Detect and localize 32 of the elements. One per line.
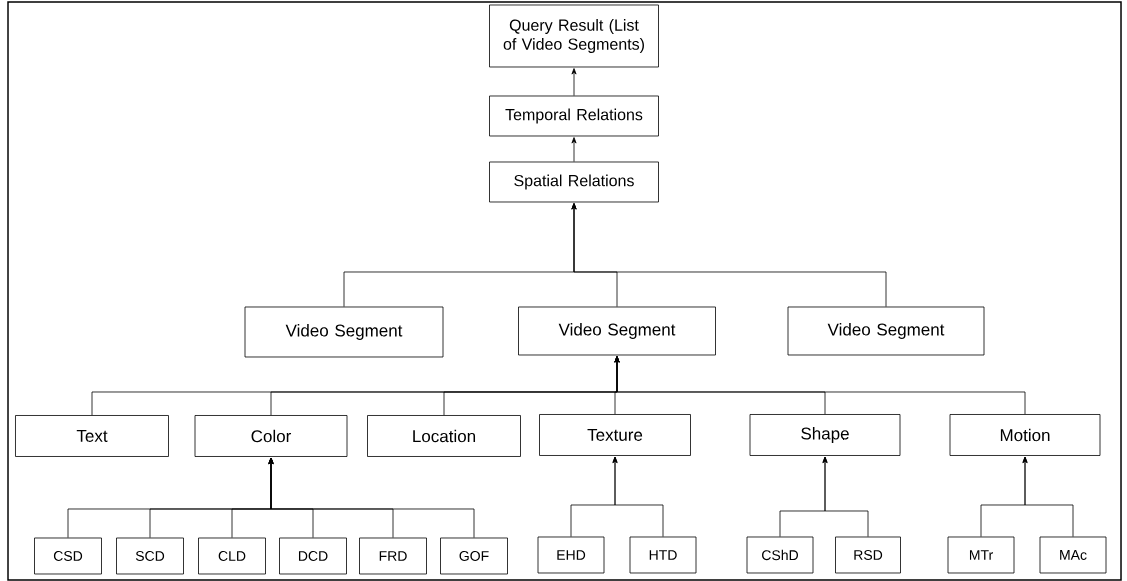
segment-box: Video Segment xyxy=(518,306,716,356)
arrow xyxy=(1022,456,1074,537)
category-box: Location xyxy=(367,415,521,457)
arrow xyxy=(268,457,475,538)
category-box: Text xyxy=(15,415,169,457)
arrow xyxy=(612,456,664,537)
category-box: Texture xyxy=(539,414,691,456)
descriptor-box: MAc xyxy=(1039,536,1107,574)
descriptor-box: FRD xyxy=(359,537,427,575)
descriptor-box: GOF xyxy=(440,537,508,575)
arrow xyxy=(822,456,869,537)
stage-box: Query Result (List of Video Segments) xyxy=(489,4,659,68)
descriptor-box: EHD xyxy=(537,536,605,574)
arrow xyxy=(571,137,577,162)
descriptor-box: CShD xyxy=(746,536,814,574)
descriptor-box: HTD xyxy=(629,536,697,574)
descriptor-box: CSD xyxy=(34,537,102,575)
segment-box: Video Segment xyxy=(787,306,985,356)
stage-box: Spatial Relations xyxy=(489,161,659,203)
segment-box: Video Segment xyxy=(244,306,444,358)
descriptor-box: DCD xyxy=(279,537,347,575)
arrow xyxy=(614,356,1026,415)
category-box: Color xyxy=(194,415,348,457)
descriptor-box: SCD xyxy=(116,537,184,575)
category-box: Shape xyxy=(749,414,901,456)
descriptor-box: CLD xyxy=(198,537,266,575)
category-box: Motion xyxy=(949,414,1101,456)
arrow xyxy=(571,68,577,96)
arrow xyxy=(571,203,887,307)
descriptor-box: MTr xyxy=(947,536,1015,574)
stage-box: Temporal Relations xyxy=(489,95,659,137)
descriptor-box: RSD xyxy=(835,536,901,574)
